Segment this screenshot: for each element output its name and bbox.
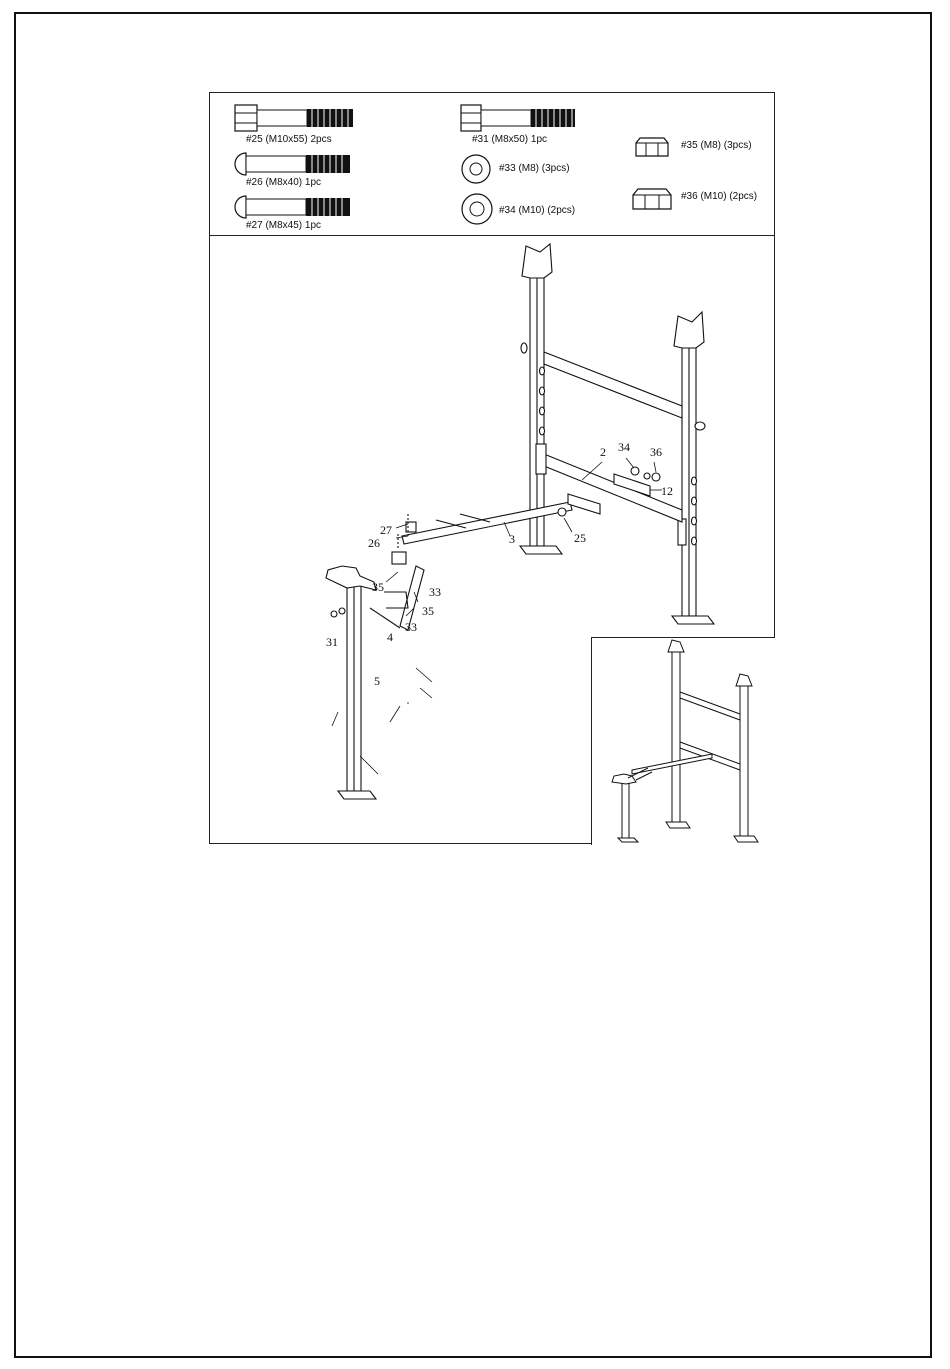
callout-36: 36 xyxy=(650,445,662,460)
washer-icon xyxy=(460,192,494,226)
nut-icon xyxy=(634,136,670,158)
right-upright-foot xyxy=(672,616,714,624)
callout-33a: 33 xyxy=(429,585,441,600)
hardware-label-25: #25 (M10x55) 2pcs xyxy=(246,134,332,145)
hardware-panel: #25 (M10x55) 2pcs #26 (M8x40) 1pc #27 (M… xyxy=(210,93,774,236)
completed-assembly-drawing xyxy=(592,638,775,845)
callout-35b: 35 xyxy=(422,604,434,619)
left-upright-foot xyxy=(520,546,562,554)
hardware-label-33: #33 (M8) (3pcs) xyxy=(499,163,570,174)
callout-35a: 35 xyxy=(372,580,384,595)
nut-icon xyxy=(631,187,673,211)
hardware-label-26: #26 (M8x40) 1pc xyxy=(246,177,321,188)
callout-2: 2 xyxy=(600,445,606,460)
completed-assembly-inset xyxy=(591,637,775,845)
callout-31: 31 xyxy=(326,635,338,650)
carriage-bolt-icon xyxy=(234,151,356,177)
hex-bolt-icon xyxy=(460,103,582,133)
front-bar-3 xyxy=(402,502,572,544)
callout-27: 27 xyxy=(380,523,392,538)
hardware-label-36: #36 (M10) (2pcs) xyxy=(681,191,757,202)
callout-34: 34 xyxy=(618,440,630,455)
washer-icon xyxy=(460,153,492,185)
hardware-label-31: #31 (M8x50) 1pc xyxy=(472,134,547,145)
upper-crossbar xyxy=(544,352,682,418)
callout-33b: 33 xyxy=(405,620,417,635)
carriage-bolt-icon xyxy=(234,194,356,220)
callout-12: 12 xyxy=(661,484,673,499)
callout-5: 5 xyxy=(374,674,380,689)
assembly-figure: #25 (M10x55) 2pcs #26 (M8x40) 1pc #27 (M… xyxy=(209,92,775,844)
front-upright-cradle xyxy=(326,566,376,590)
hex-bolt-icon xyxy=(234,103,356,133)
callout-25: 25 xyxy=(574,531,586,546)
callout-4: 4 xyxy=(387,630,393,645)
callout-26: 26 xyxy=(368,536,380,551)
callout-3: 3 xyxy=(509,532,515,547)
right-upright-cradle xyxy=(674,312,704,348)
front-upright-foot xyxy=(338,791,376,799)
hardware-label-27: #27 (M8x45) 1pc xyxy=(246,220,321,231)
hardware-label-35: #35 (M8) (3pcs) xyxy=(681,140,752,151)
hardware-label-34: #34 (M10) (2pcs) xyxy=(499,205,575,216)
left-upright-cradle xyxy=(522,244,552,278)
